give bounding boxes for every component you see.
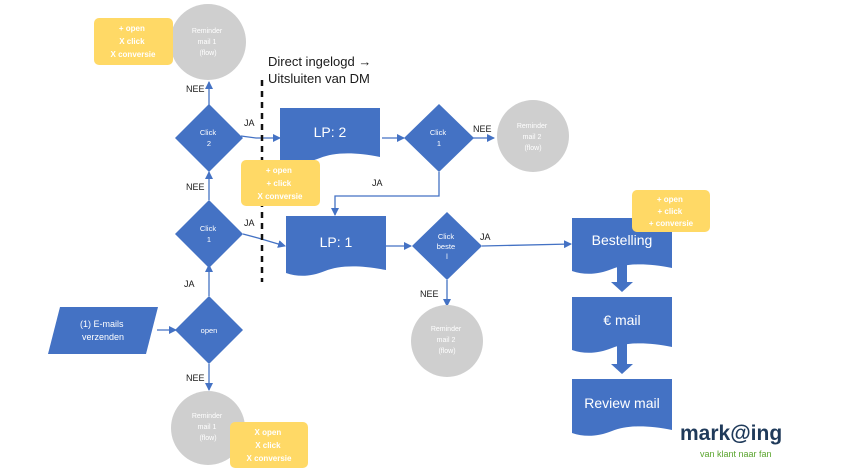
svg-text:X open X click X c: X open X click X conversie — [247, 428, 292, 463]
reminder2-bottom: Reminder mail 2 (flow) — [411, 305, 483, 377]
label-nee-mid: NEE — [186, 182, 205, 192]
lp1-node: LP: 1 — [286, 216, 386, 276]
euro-mail-node: € mail — [572, 297, 672, 353]
svg-text:Reminder mail 2 (f: Reminder mail 2 (flow) — [517, 123, 549, 152]
svg-text:Click 2: Click 2 — [200, 128, 218, 148]
label-ja-beste: JA — [480, 232, 491, 242]
label-nee-bottom: NEE — [186, 373, 205, 383]
svg-text:Uitsluiten van DM: Uitsluiten van DM — [268, 71, 370, 86]
reminder-bottom-left: Reminder mail 1 (flow) — [171, 391, 245, 465]
label-nee-click1r: NEE — [473, 124, 492, 134]
edge-labels: NEE NEE NEE JA JA JA NEE JA JA NEE — [184, 84, 492, 383]
svg-text:(1) E-mails verzenden: (1) E-mails verzenden — [80, 319, 126, 342]
svg-text:Click 1: Click 1 — [200, 224, 218, 244]
direct-ingelogd-note: Direct ingelogd → Uitsluiten van DM — [268, 54, 371, 86]
note-top-left: + open X click X conversie — [94, 18, 173, 65]
label-ja-click1r: JA — [372, 178, 383, 188]
svg-text:open: open — [201, 326, 218, 335]
label-ja-click2: JA — [244, 118, 255, 128]
decision-click-beste: Click beste l — [412, 212, 482, 280]
svg-text:+ open + click + c: + open + click + conversie — [649, 195, 694, 228]
arrow-clickbeste-bestelling — [481, 240, 572, 249]
label-ja-open: JA — [184, 279, 195, 289]
review-mail-node: Review mail — [572, 379, 672, 436]
reminder-top-left: Reminder mail 1 (flow) — [170, 4, 246, 80]
decision-click1-right: Click 1 — [404, 104, 474, 172]
arrow-click1-lp1 — [242, 233, 286, 248]
svg-text:€ mail: € mail — [603, 312, 640, 328]
svg-text:Reminder mail 1 (f: Reminder mail 1 (flow) — [192, 28, 224, 57]
logo-tagline: van klant naar fan — [700, 449, 772, 459]
svg-text:+ open X click X c: + open X click X conversie — [111, 24, 156, 59]
svg-text:LP: 1: LP: 1 — [320, 234, 353, 250]
svg-text:+ open + click X c: + open + click X conversie — [258, 166, 303, 201]
svg-text:Review mail: Review mail — [584, 395, 659, 411]
svg-text:Click 1: Click 1 — [430, 128, 448, 148]
note-middle: + open + click X conversie — [241, 160, 320, 206]
svg-text:Bestelling: Bestelling — [592, 232, 653, 248]
block-arrow-1 — [611, 260, 633, 292]
reminder2-top: Reminder mail 2 (flow) — [497, 100, 569, 172]
label-nee-top: NEE — [186, 84, 205, 94]
arrow-click2-lp2 — [240, 134, 281, 142]
label-nee-beste: NEE — [420, 289, 439, 299]
connectors — [157, 81, 572, 391]
arrow-click1r-lp1 — [331, 172, 440, 216]
svg-text:Reminder mail 2 (f: Reminder mail 2 (flow) — [431, 326, 463, 355]
svg-text:LP: 2: LP: 2 — [314, 124, 347, 140]
decision-open: open — [175, 296, 243, 364]
svg-text:Click beste l: Click beste l — [437, 232, 457, 261]
svg-text:Reminder mail 1 (f: Reminder mail 1 (flow) — [192, 413, 224, 442]
decision-click2: Click 2 — [175, 104, 243, 172]
block-arrow-2 — [611, 341, 633, 374]
note-right: + open + click + conversie — [632, 190, 710, 232]
note-bottom: X open X click X conversie — [230, 422, 308, 468]
emails-send-node: (1) E-mails verzenden — [48, 307, 158, 354]
svg-text:Direct ingelogd →: Direct ingelogd → — [268, 54, 371, 69]
markeding-logo: mark@ing van klant naar fan — [680, 422, 782, 459]
decision-click1: Click 1 — [175, 200, 243, 268]
label-ja-click1: JA — [244, 218, 255, 228]
lp2-node: LP: 2 — [280, 108, 380, 163]
logo-wordmark: mark@ing — [680, 422, 782, 445]
